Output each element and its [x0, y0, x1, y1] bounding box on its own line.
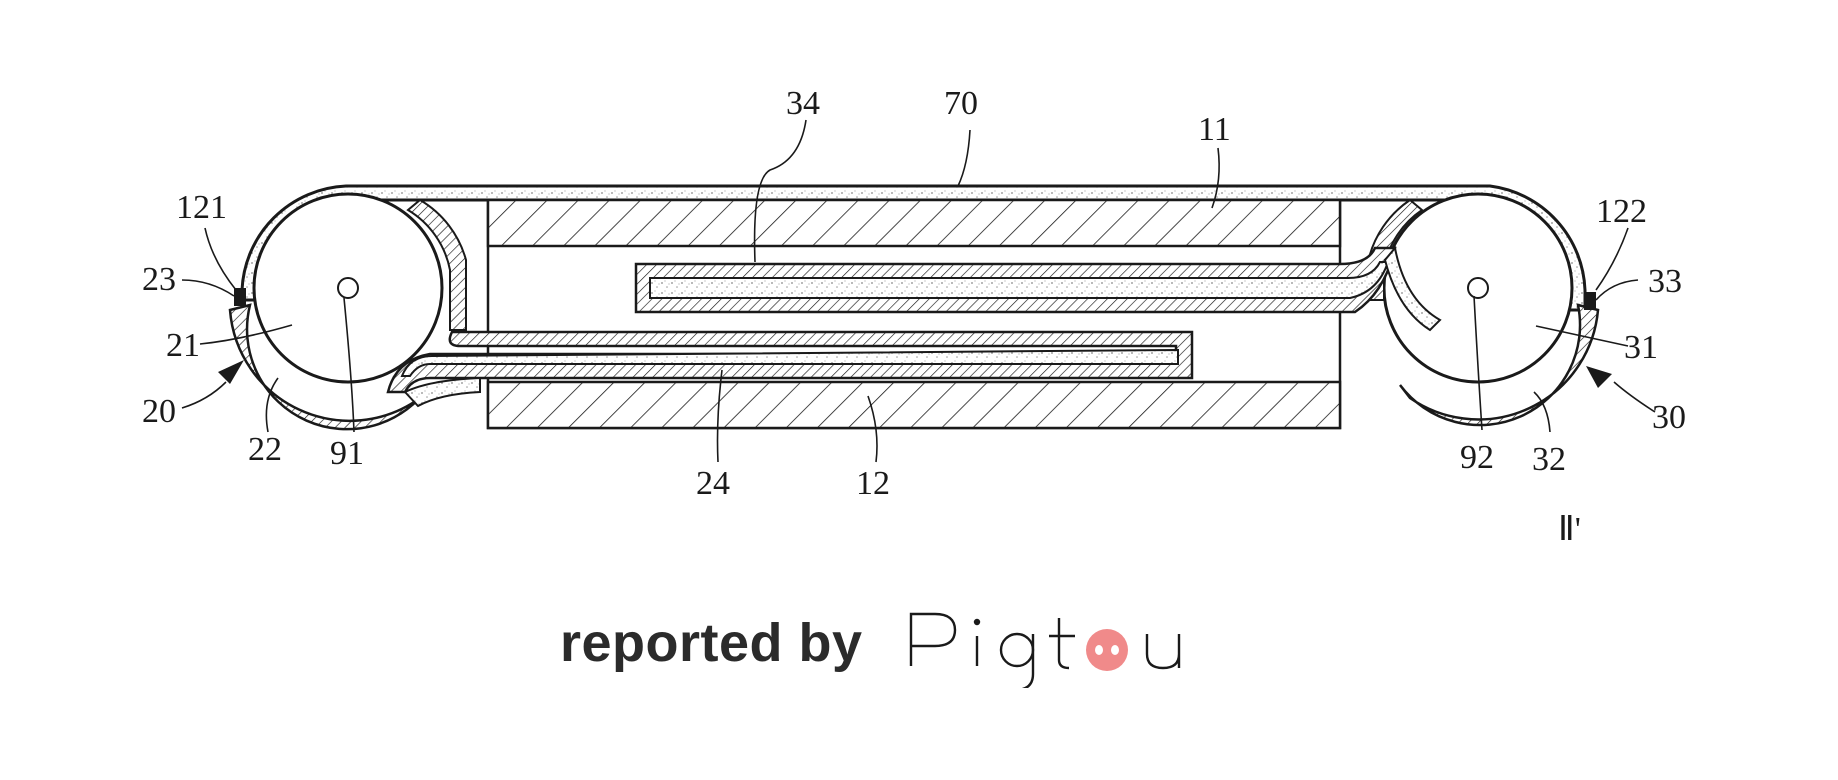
ref-21: 21	[166, 327, 200, 364]
section-label: Ⅱ'	[1558, 511, 1581, 548]
lower-right-curve-32	[1399, 303, 1600, 427]
left-joint-layer	[403, 376, 481, 408]
pig-nose-icon	[1085, 629, 1128, 671]
pigtou-logo	[909, 612, 1180, 688]
ref-92: 92	[1460, 439, 1494, 476]
lower-panel-core	[400, 348, 1179, 377]
upper-plate-11	[486, 198, 1342, 248]
leader-lines	[181, 119, 1656, 463]
left-axis-91	[337, 277, 359, 299]
right-joint-layer	[1383, 245, 1442, 332]
ref-24: 24	[696, 465, 730, 502]
ref-91: 91	[330, 435, 364, 472]
edge-block-33	[1584, 292, 1596, 310]
ref-30: 30	[1652, 399, 1686, 436]
ref-22: 22	[248, 431, 282, 468]
ref-121: 121	[176, 189, 227, 226]
ref-23: 23	[142, 261, 176, 298]
ref-20: 20	[142, 393, 176, 430]
right-axis-92	[1467, 277, 1489, 299]
left-wrap-layer	[406, 198, 467, 331]
credit-watermark: reported by	[560, 598, 1219, 688]
lower-plate-12	[486, 380, 1342, 430]
ref-12: 12	[856, 465, 890, 502]
credit-prefix: reported by	[560, 613, 863, 673]
ref-31: 31	[1624, 329, 1658, 366]
ref-33: 33	[1648, 263, 1682, 300]
edge-block-23	[234, 288, 246, 306]
ref-122: 122	[1596, 193, 1647, 230]
ref-32: 32	[1532, 441, 1566, 478]
ref-11: 11	[1198, 111, 1231, 148]
ref-34: 34	[786, 85, 820, 122]
ref-70: 70	[944, 85, 978, 122]
arrow-head-30	[1586, 366, 1612, 388]
arrow-head-20	[218, 360, 244, 384]
